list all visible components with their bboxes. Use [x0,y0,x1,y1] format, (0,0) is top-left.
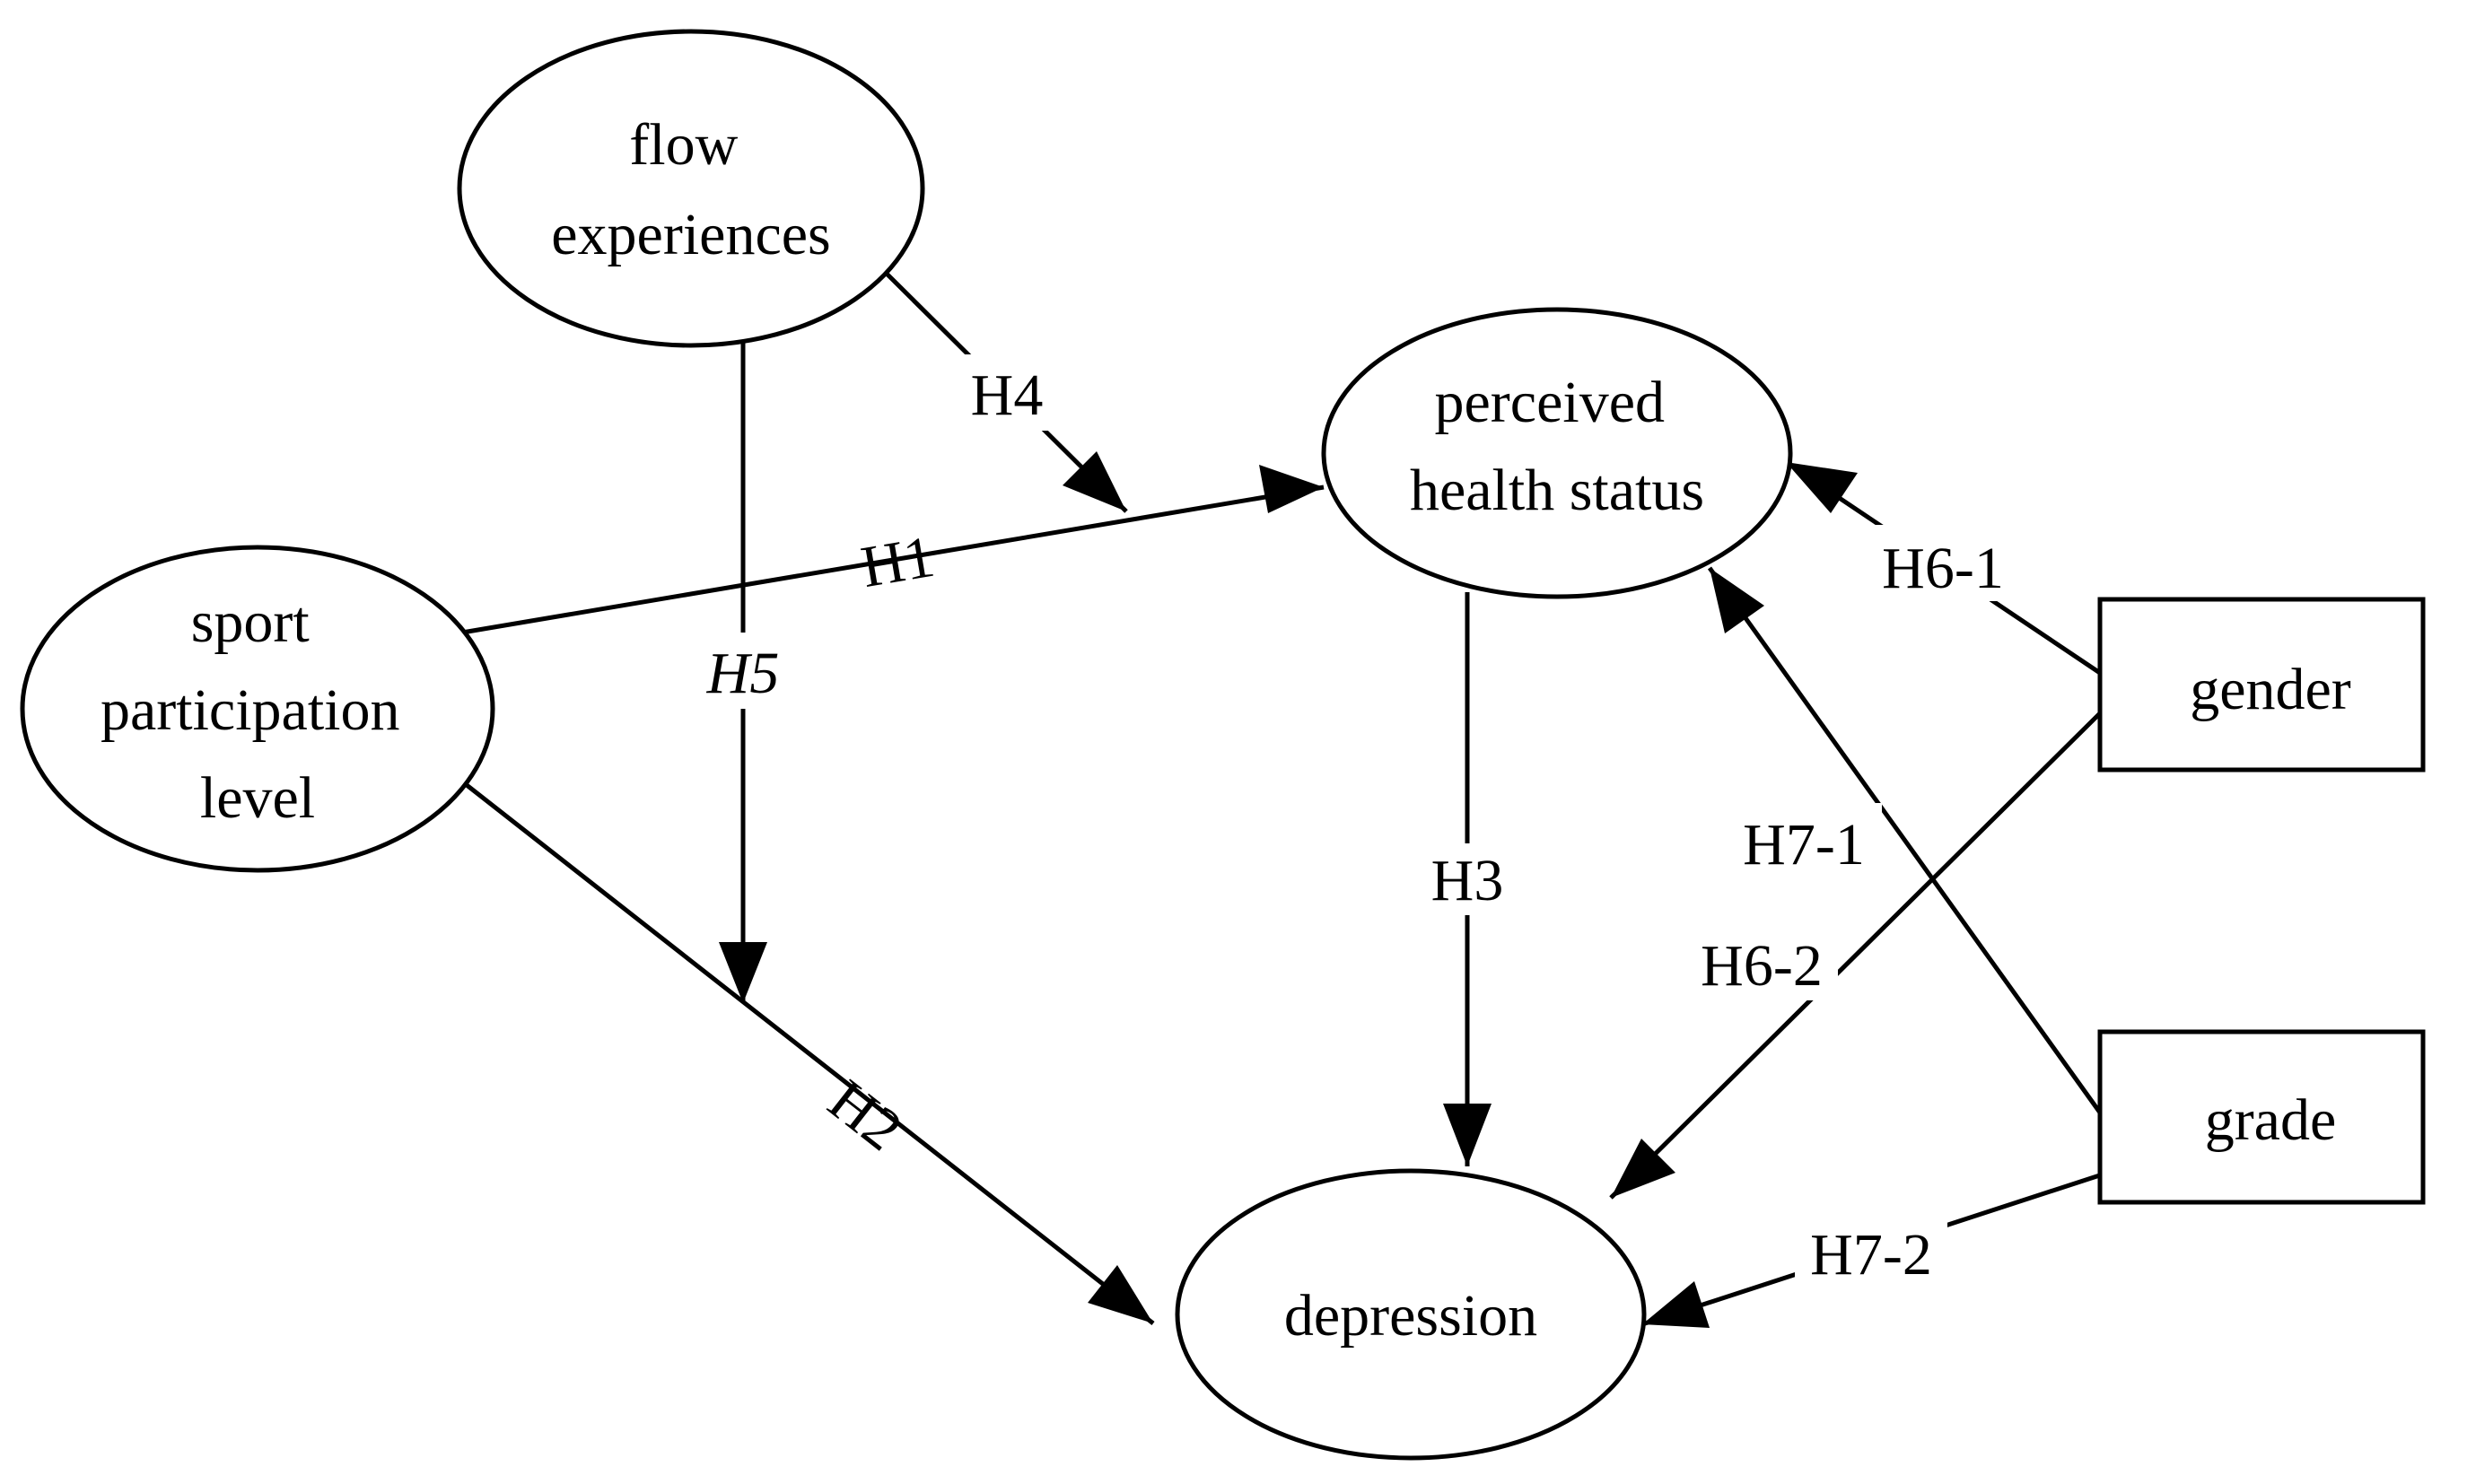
node-gender: gender [2097,597,2426,773]
edge-label-h2: H2 [817,1068,914,1164]
svg-text:sport participation: sport participation level [101,589,415,831]
edge-h5: H5 [691,339,794,1003]
node-perceived-health-status-line-1: perceived [1435,370,1666,435]
node-perceived-health-status: perceived health status [1321,307,1793,599]
edge-h6-2: H6-2 [1609,711,2102,1200]
edge-label-h5: H5 [706,641,780,706]
edge-h4: H4 [885,272,1128,513]
node-sport-participation-level: sport participation level [20,545,495,873]
node-sport-participation-level-line-3: level [200,765,315,831]
edge-label-h4: H4 [971,362,1044,428]
node-perceived-health-status-line-2: health status [1410,458,1704,523]
node-depression-label: depression [1284,1283,1537,1349]
node-grade: grade [2097,1029,2426,1205]
edge-h7-1: H7-1 [1707,566,2103,1114]
edge-label-h3: H3 [1431,848,1504,913]
svg-text:perceived health status: perceived health status [1410,370,1704,523]
edge-h3: H3 [1418,592,1517,1166]
node-flow-experiences: flow experiences [457,29,925,348]
edge-label-h7-2: H7-2 [1810,1222,1932,1288]
node-depression: depression [1175,1168,1647,1461]
edge-label-h6-2: H6-2 [1701,933,1823,999]
node-grade-label: grade [2205,1087,2337,1153]
node-gender-label: gender [2190,657,2351,722]
edge-h1: H1 [461,465,1325,635]
edge-h7-2: H7-2 [1641,1168,2114,1328]
edge-h6-1: H6-1 [1784,459,2102,676]
edge-label-h1: H1 [857,524,940,600]
edge-h2: H2 [465,783,1155,1325]
node-flow-experiences-line-2: experiences [551,202,830,267]
edge-label-h7-1: H7-1 [1743,812,1865,877]
node-sport-participation-level-line-2: participation [101,677,400,743]
svg-text:flow experiences: flow experiences [551,112,830,267]
node-sport-participation-level-line-1: sport [191,589,310,655]
edge-label-h6-1: H6-1 [1882,536,2004,601]
node-flow-experiences-line-1: flow [629,112,738,178]
